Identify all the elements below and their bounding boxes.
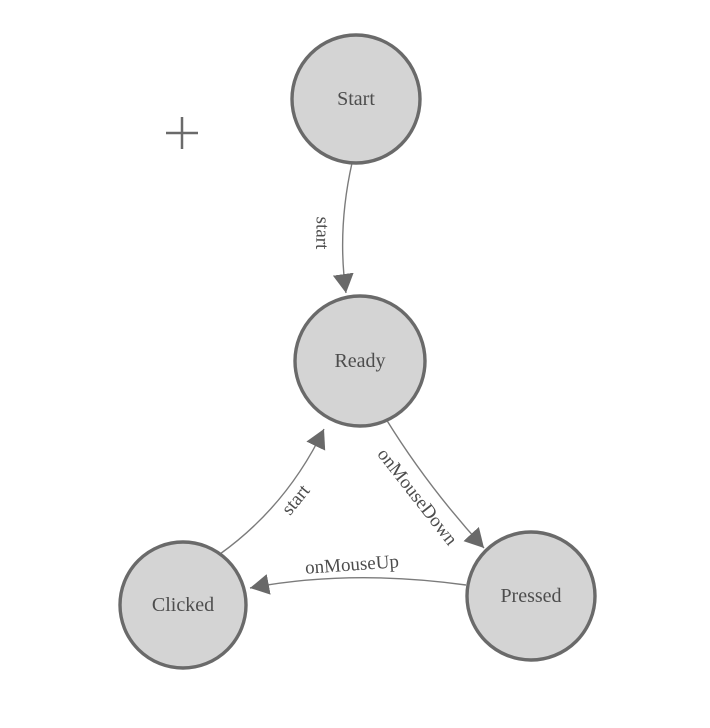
node-circle[interactable] — [293, 294, 427, 428]
edge-line — [332, 162, 354, 294]
node-clicked[interactable]: Clicked — [118, 540, 248, 670]
edge-line — [219, 428, 326, 555]
node-label-pressed: Pressed — [500, 585, 561, 607]
edge-clicked-to-ready: start — [219, 428, 326, 555]
node-label-ready: Ready — [334, 350, 385, 372]
node-circle[interactable] — [290, 33, 422, 165]
node-label-clicked: Clicked — [152, 594, 214, 616]
edge-label-pressed-clicked: onMouseUp — [304, 551, 399, 579]
edge-line — [249, 574, 467, 595]
edge-label-clicked-ready: start — [278, 480, 315, 519]
edge-label-ready-pressed: onMouseDown — [373, 444, 462, 550]
node-start[interactable]: Start — [290, 33, 422, 165]
edge-ready-to-pressed: onMouseDown — [373, 418, 485, 550]
node-circle[interactable] — [118, 540, 248, 670]
node-pressed[interactable]: Pressed — [465, 530, 597, 662]
edge-line — [385, 418, 485, 549]
edge-start-to-ready: start — [311, 162, 354, 294]
edge-label-start-ready: start — [311, 216, 333, 250]
edge-pressed-to-clicked: onMouseUp — [249, 551, 467, 595]
node-circle[interactable] — [465, 530, 597, 662]
node-label-start: Start — [337, 88, 375, 110]
plus-icon[interactable] — [166, 117, 198, 149]
node-ready[interactable]: Ready — [293, 294, 427, 428]
